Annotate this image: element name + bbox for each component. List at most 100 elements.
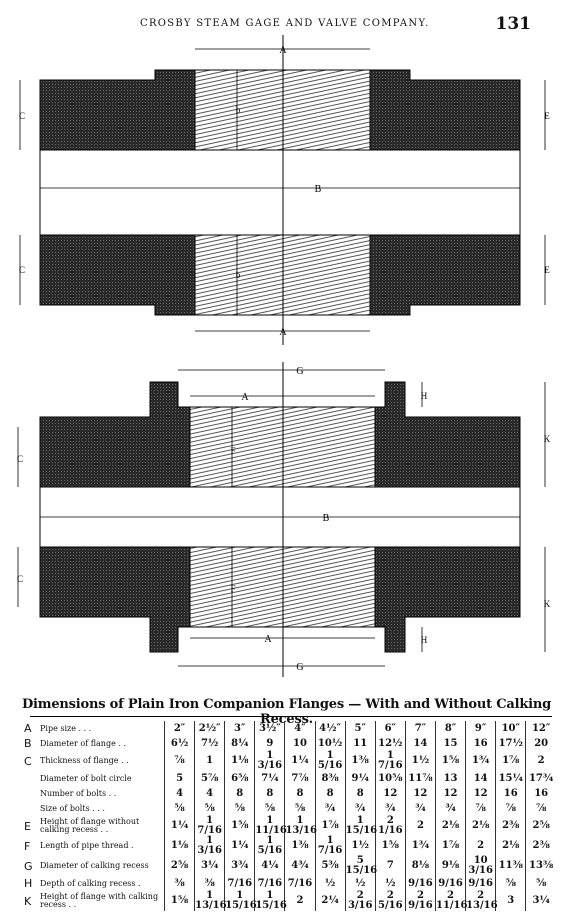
row-label: Height of flange without calking recess … (40, 817, 140, 834)
table-row: E Height of flange without calking recess… (24, 816, 556, 836)
table-cell: 1 3/16 (254, 751, 285, 771)
label-B-recess: B (323, 513, 330, 524)
label-b-bottom: b (236, 270, 241, 280)
table-cell: 2⅝ (525, 816, 556, 836)
label-C-bottom: C (19, 265, 25, 275)
table-cell: 9⅛ (434, 856, 466, 876)
table-cell: ⅝ (254, 801, 285, 816)
table-cell: 2⅜ (495, 816, 526, 836)
dimension-lines (19, 48, 546, 332)
table-cell: 2 13/16 (465, 890, 498, 911)
lower-flange (39, 234, 521, 316)
table-cell: ½ (374, 876, 406, 891)
table-cell: ⅞ (525, 801, 556, 816)
label-H-bottom: H (421, 635, 428, 645)
table-cell: 16 (495, 786, 526, 801)
table-cell: 1⅞ (434, 836, 466, 856)
row-label: Number of bolts . . (40, 788, 117, 798)
table-cell: 1⅜ (344, 751, 376, 771)
table-cell: 9/16 (404, 876, 436, 891)
table-cell: 2½″ (194, 721, 225, 736)
label-E-top: E (544, 111, 550, 121)
table-cell: 13 (434, 771, 466, 786)
table-cell: ½ (314, 876, 346, 891)
label-G-bottom: G (296, 662, 303, 673)
table-cell: 9¼ (344, 771, 376, 786)
table-cell: ⅝ (284, 801, 316, 816)
table-cell: 6⅝ (224, 771, 255, 786)
table-cell: 2 9/16 (404, 891, 436, 911)
label-E-bottom: E (544, 265, 550, 275)
table-cell: 1 15/16 (254, 890, 287, 911)
table-cell: 7½ (194, 736, 225, 751)
table-cell: 1 7/16 (374, 751, 406, 771)
table-cell: 1⅝ (434, 751, 466, 771)
table-cell: 8¼ (224, 736, 255, 751)
row-label: Pipe size . . . (40, 723, 92, 733)
table-cell: 7/16 (224, 876, 255, 891)
row-key: H (24, 877, 33, 890)
table-cell: 1½ (344, 836, 376, 856)
label-F-bottom: F (230, 584, 235, 594)
table-cell: 1 13/16 (194, 890, 227, 911)
table-cell: 1 15/16 (224, 890, 257, 911)
row-key: B (24, 737, 32, 750)
label-C-top: C (19, 111, 25, 121)
table-cell: 1⅝ (374, 836, 406, 856)
row-key (24, 801, 38, 816)
table-cell: 2 (404, 816, 436, 836)
table-cell: 9/16 (434, 876, 466, 891)
label-A-bottom-recess: A (264, 634, 272, 645)
table-cell: ⅜ (163, 876, 195, 891)
table-cell: 13⅜ (525, 856, 556, 876)
table-cell: 10 (284, 736, 316, 751)
running-title: CROSBY STEAM GAGE AND VALVE COMPANY. (140, 18, 430, 29)
table-cell: 10½ (314, 736, 346, 751)
table-cell: ⅞ (495, 801, 526, 816)
row-key: G (24, 859, 33, 873)
row-key (24, 786, 38, 801)
table-cell: 1¼ (224, 836, 255, 856)
table-cell: 7″ (404, 721, 436, 736)
table-cell: 8 (314, 786, 346, 801)
row-label: Diameter of flange . . (40, 738, 126, 748)
table-cell: 15¼ (495, 771, 526, 786)
table-cell: 15 (434, 736, 466, 751)
table-cell: ⅞ (163, 751, 195, 771)
table-cell: ¾ (434, 801, 466, 816)
table-cell: ⅝ (194, 801, 225, 816)
table-cell: 2 5/16 (374, 891, 406, 911)
table-cell: 3¼ (194, 856, 225, 876)
label-B: B (315, 184, 322, 195)
table-cell: ¾ (314, 801, 346, 816)
table-cell: 2 (284, 891, 316, 911)
label-F-top: F (230, 446, 235, 456)
page-number: 131 (495, 14, 532, 34)
table-cell: 5⅞ (194, 771, 225, 786)
table-cell: 12 (374, 786, 406, 801)
table-cell: 3¾ (224, 856, 255, 876)
table-cell: 5″ (344, 721, 376, 736)
label-A-bottom: A (279, 327, 287, 338)
upper-flange (39, 69, 521, 151)
row-key (24, 771, 38, 786)
row-key: E (24, 819, 31, 833)
upper-flange-recess (39, 381, 521, 488)
table-cell: 1 7/16 (194, 816, 225, 836)
table-cell: 3½″ (254, 721, 285, 736)
table-cell: 2⅝ (163, 856, 195, 876)
table-cell: 1⅞ (495, 751, 526, 771)
table-cell: 3 (495, 891, 526, 911)
table-cell: 2 11/16 (434, 890, 468, 911)
table-cell: 9″ (465, 721, 496, 736)
table-cell: 2 3/16 (344, 891, 376, 911)
table-cell: 1 11/16 (254, 815, 287, 836)
table-cell: 1 5/16 (314, 751, 346, 771)
table-cell: 12 (465, 786, 496, 801)
